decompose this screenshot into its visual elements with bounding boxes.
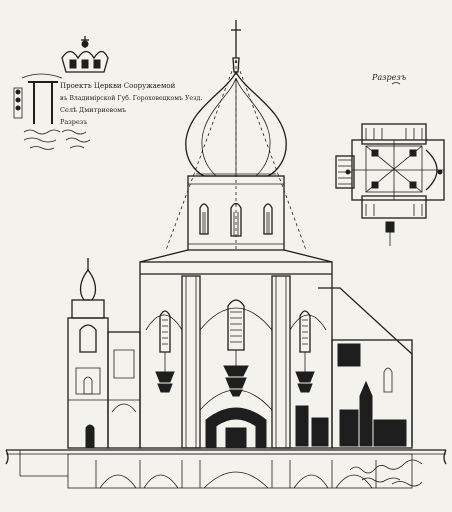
dome-cross	[231, 20, 241, 73]
chandeliers	[155, 350, 315, 397]
altar-apse	[295, 339, 413, 449]
title-line-4: Разрезъ	[60, 118, 87, 126]
title-block: Проектъ Церкви Сооружаемой въ Владимірск…	[13, 36, 202, 150]
nave-windows	[159, 299, 311, 353]
title-line-3: Селѣ Дмитриевомъ	[60, 106, 126, 114]
decorative-initial	[13, 73, 63, 124]
bell-tower	[67, 258, 109, 449]
floor-plan: Разрезъ	[335, 73, 445, 246]
refectory	[107, 331, 141, 449]
iconostasis	[205, 407, 267, 449]
church-section	[5, 20, 447, 489]
plan-label: Разрезъ	[371, 73, 406, 82]
title-line-1: Проектъ Церкви Сооружаемой	[60, 82, 176, 90]
foundation	[5, 449, 447, 489]
title-line-2: въ Владимірской Губ. Гороховецкомъ Уезд.	[60, 95, 202, 102]
onion-dome	[185, 70, 287, 177]
crown-ornament	[61, 36, 109, 73]
dome-drum	[187, 175, 285, 251]
